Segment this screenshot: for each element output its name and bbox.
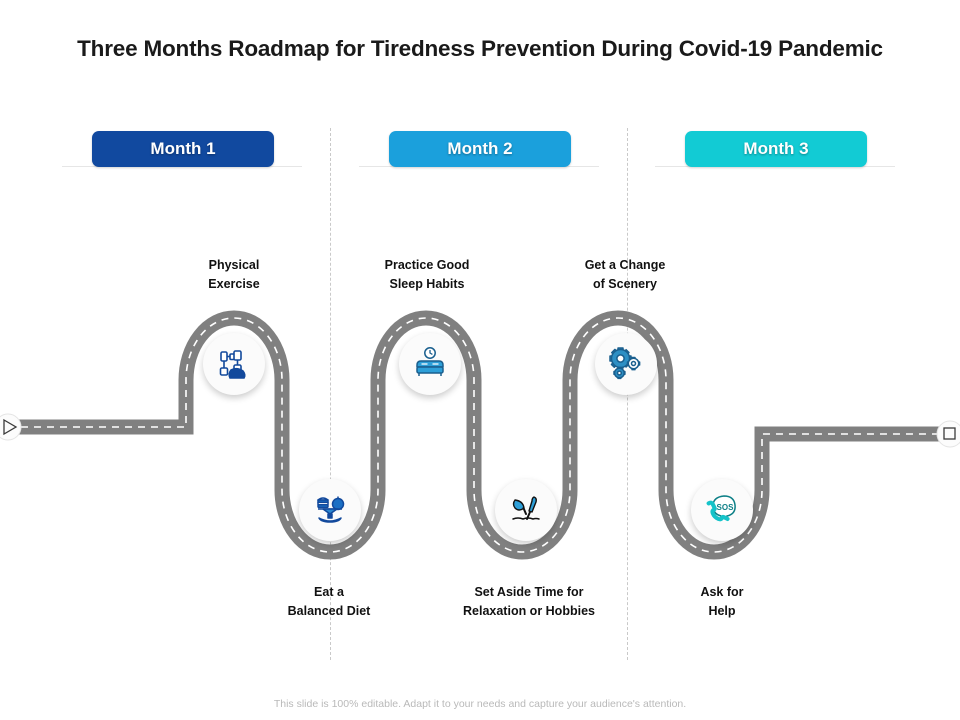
month-banner-1[interactable]: Month 1 <box>92 131 274 167</box>
label-line: Balanced Diet <box>287 603 371 618</box>
month-banner-3[interactable]: Month 3 <box>685 131 867 167</box>
label-line: Relaxation or Hobbies <box>463 603 595 618</box>
label-line: Practice Good <box>384 258 470 272</box>
footer-note: This slide is 100% editable. Adapt it to… <box>273 698 687 710</box>
divider-line-1 <box>330 128 331 660</box>
label-line: Set Aside Time for <box>474 585 584 599</box>
square-stop-marker <box>936 420 960 448</box>
step-label-2: Eat a Balanced Diet <box>224 583 434 621</box>
label-line: Physical <box>208 258 260 272</box>
month-banner-1-label: Month 1 <box>150 139 216 158</box>
label-line: Eat a <box>314 585 344 599</box>
step-node-1[interactable] <box>203 333 265 395</box>
page-title: Three Months Roadmap for Tiredness Preve… <box>77 36 883 61</box>
step-label-5: Get a Change of Scenery <box>520 256 730 294</box>
svg-text:SOS: SOS <box>717 503 735 512</box>
dumbbell-icon <box>214 344 254 384</box>
gardening-tools-icon <box>506 490 546 530</box>
month-banner-3-label: Month 3 <box>743 139 809 158</box>
month-banner-2-label: Month 2 <box>447 139 513 158</box>
step-node-4[interactable] <box>495 479 557 541</box>
play-triangle-marker <box>0 413 22 441</box>
step-node-2[interactable] <box>299 479 361 541</box>
road-surface <box>8 310 948 560</box>
label-line: Help <box>708 603 736 618</box>
gears-icon <box>606 344 646 384</box>
label-line: Sleep Habits <box>389 276 465 291</box>
bed-clock-icon <box>410 344 450 384</box>
step-node-5[interactable] <box>595 333 657 395</box>
label-line: of Scenery <box>593 276 657 291</box>
label-line: Exercise <box>208 276 260 291</box>
sos-phone-icon: SOS <box>702 490 742 530</box>
month-banner-2[interactable]: Month 2 <box>389 131 571 167</box>
road-center-dashes <box>8 317 948 553</box>
balance-scale-icon <box>310 490 350 530</box>
label-line: Ask for <box>700 585 744 599</box>
label-line: Get a Change <box>584 258 666 272</box>
step-node-6[interactable]: SOS <box>691 479 753 541</box>
step-node-3[interactable] <box>399 333 461 395</box>
